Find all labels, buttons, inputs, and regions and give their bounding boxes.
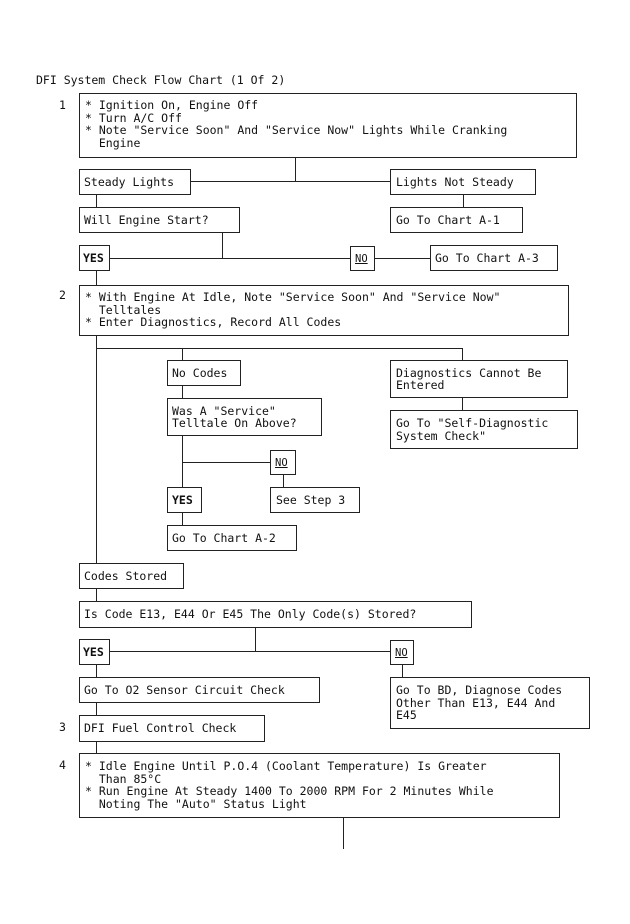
was-service-line: Telltale On Above? (172, 416, 297, 430)
connector (462, 348, 464, 361)
go-chart-a2-label: Go To Chart A-2 (172, 531, 276, 545)
lights-not-steady-box: Lights Not Steady (390, 169, 536, 195)
connector (462, 397, 464, 410)
was-service-line: Was A "Service" (172, 404, 276, 418)
connector (463, 195, 465, 207)
yes-box: YES (79, 639, 110, 665)
step4-line: Noting The "Auto" Status Light (85, 796, 307, 811)
step1-line: * Ignition On, Engine Off (85, 98, 259, 112)
no-box: NO (350, 246, 375, 271)
no-label: NO (395, 647, 408, 659)
go-bd-line: E45 (396, 708, 417, 722)
step4-box: * Idle Engine Until P.O.4 (Coolant Tempe… (79, 753, 560, 818)
connector (96, 195, 98, 207)
connector (283, 474, 285, 487)
go-o2-box: Go To O2 Sensor Circuit Check (79, 677, 320, 703)
yes-label: YES (83, 251, 104, 265)
step2-line: * With Engine At Idle, Note "Service Soo… (85, 290, 501, 304)
step1-line: * Turn A/C Off (85, 110, 182, 125)
dfi-fuel-box: DFI Fuel Control Check (79, 715, 265, 742)
will-engine-start-box: Will Engine Start? (79, 207, 240, 233)
is-code-box: Is Code E13, E44 Or E45 The Only Code(s)… (79, 601, 472, 628)
go-bd-line: Go To BD, Diagnose Codes (396, 683, 563, 697)
step4-line: Than 85°C (85, 771, 162, 786)
connector (182, 385, 184, 398)
yes-box: YES (167, 487, 202, 513)
go-bd-line: Other Than E13, E44 And (396, 695, 556, 710)
go-chart-a3-label: Go To Chart A-3 (435, 251, 539, 265)
diagnostics-cannot-line: Entered (396, 378, 445, 392)
lights-not-steady-label: Lights Not Steady (396, 175, 514, 189)
step4-line: * Idle Engine Until P.O.4 (Coolant Tempe… (85, 759, 487, 773)
connector (343, 817, 345, 849)
dfi-fuel-label: DFI Fuel Control Check (84, 721, 237, 735)
no-codes-label: No Codes (172, 366, 228, 380)
connector (190, 181, 391, 183)
go-bd-box: Go To BD, Diagnose Codes Other Than E13,… (390, 677, 590, 729)
was-service-box: Was A "Service" Telltale On Above? (167, 398, 322, 436)
see-step3-box: See Step 3 (270, 487, 360, 513)
diagnostics-cannot-line: Diagnostics Cannot Be (396, 366, 542, 380)
no-codes-box: No Codes (167, 360, 241, 386)
step2-line: Telltales (85, 302, 162, 317)
connector (182, 435, 184, 487)
connector (295, 157, 297, 182)
no-box: NO (270, 450, 296, 475)
connector (96, 665, 98, 677)
go-self-diag-line: System Check" (396, 428, 487, 443)
yes-label: YES (172, 493, 193, 507)
no-box: NO (390, 640, 414, 665)
no-label: NO (275, 457, 288, 469)
go-chart-a1-box: Go To Chart A-1 (390, 207, 523, 233)
step1-box: * Ignition On, Engine Off * Turn A/C Off… (79, 93, 577, 158)
no-label: NO (355, 253, 368, 265)
see-step3-label: See Step 3 (276, 493, 346, 507)
yes-box: YES (79, 245, 110, 271)
go-chart-a1-label: Go To Chart A-1 (396, 213, 500, 227)
yes-label: YES (83, 645, 104, 659)
step-number-1: 1 (59, 98, 66, 112)
go-chart-a3-box: Go To Chart A-3 (430, 245, 558, 271)
connector (109, 651, 391, 653)
step4-line: * Run Engine At Steady 1400 To 2000 RPM … (85, 784, 494, 798)
step2-line: * Enter Diagnostics, Record All Codes (85, 315, 342, 329)
steady-lights-box: Steady Lights (79, 169, 191, 195)
connector (96, 702, 98, 715)
connector (96, 348, 463, 350)
codes-stored-box: Codes Stored (79, 563, 184, 589)
steady-lights-label: Steady Lights (84, 175, 175, 189)
connector (96, 741, 98, 753)
step-number-2: 2 (59, 288, 66, 302)
connector (255, 627, 257, 652)
step2-box: * With Engine At Idle, Note "Service Soo… (79, 285, 569, 336)
will-engine-start-label: Will Engine Start? (84, 213, 209, 227)
step-number-3: 3 (59, 720, 66, 734)
connector (182, 462, 270, 464)
connector (374, 258, 430, 260)
connector (96, 271, 98, 286)
connector (402, 665, 404, 677)
step1-line: * Note "Service Soon" And "Service Now" … (85, 123, 508, 137)
go-self-diag-line: Go To "Self-Diagnostic (396, 416, 549, 430)
is-code-label: Is Code E13, E44 Or E45 The Only Code(s)… (84, 607, 417, 621)
connector (109, 258, 350, 260)
go-self-diag-box: Go To "Self-Diagnostic System Check" (390, 410, 578, 449)
connector (222, 232, 224, 258)
connector (182, 348, 184, 361)
go-chart-a2-box: Go To Chart A-2 (167, 525, 297, 551)
chart-title: DFI System Check Flow Chart (1 Of 2) (36, 73, 286, 87)
diagnostics-cannot-box: Diagnostics Cannot Be Entered (390, 360, 568, 398)
step1-line: Engine (85, 135, 141, 150)
connector (182, 512, 184, 525)
step-number-4: 4 (59, 758, 66, 772)
codes-stored-label: Codes Stored (84, 569, 168, 583)
connector (96, 335, 98, 563)
go-o2-label: Go To O2 Sensor Circuit Check (84, 683, 285, 697)
connector (96, 588, 98, 601)
